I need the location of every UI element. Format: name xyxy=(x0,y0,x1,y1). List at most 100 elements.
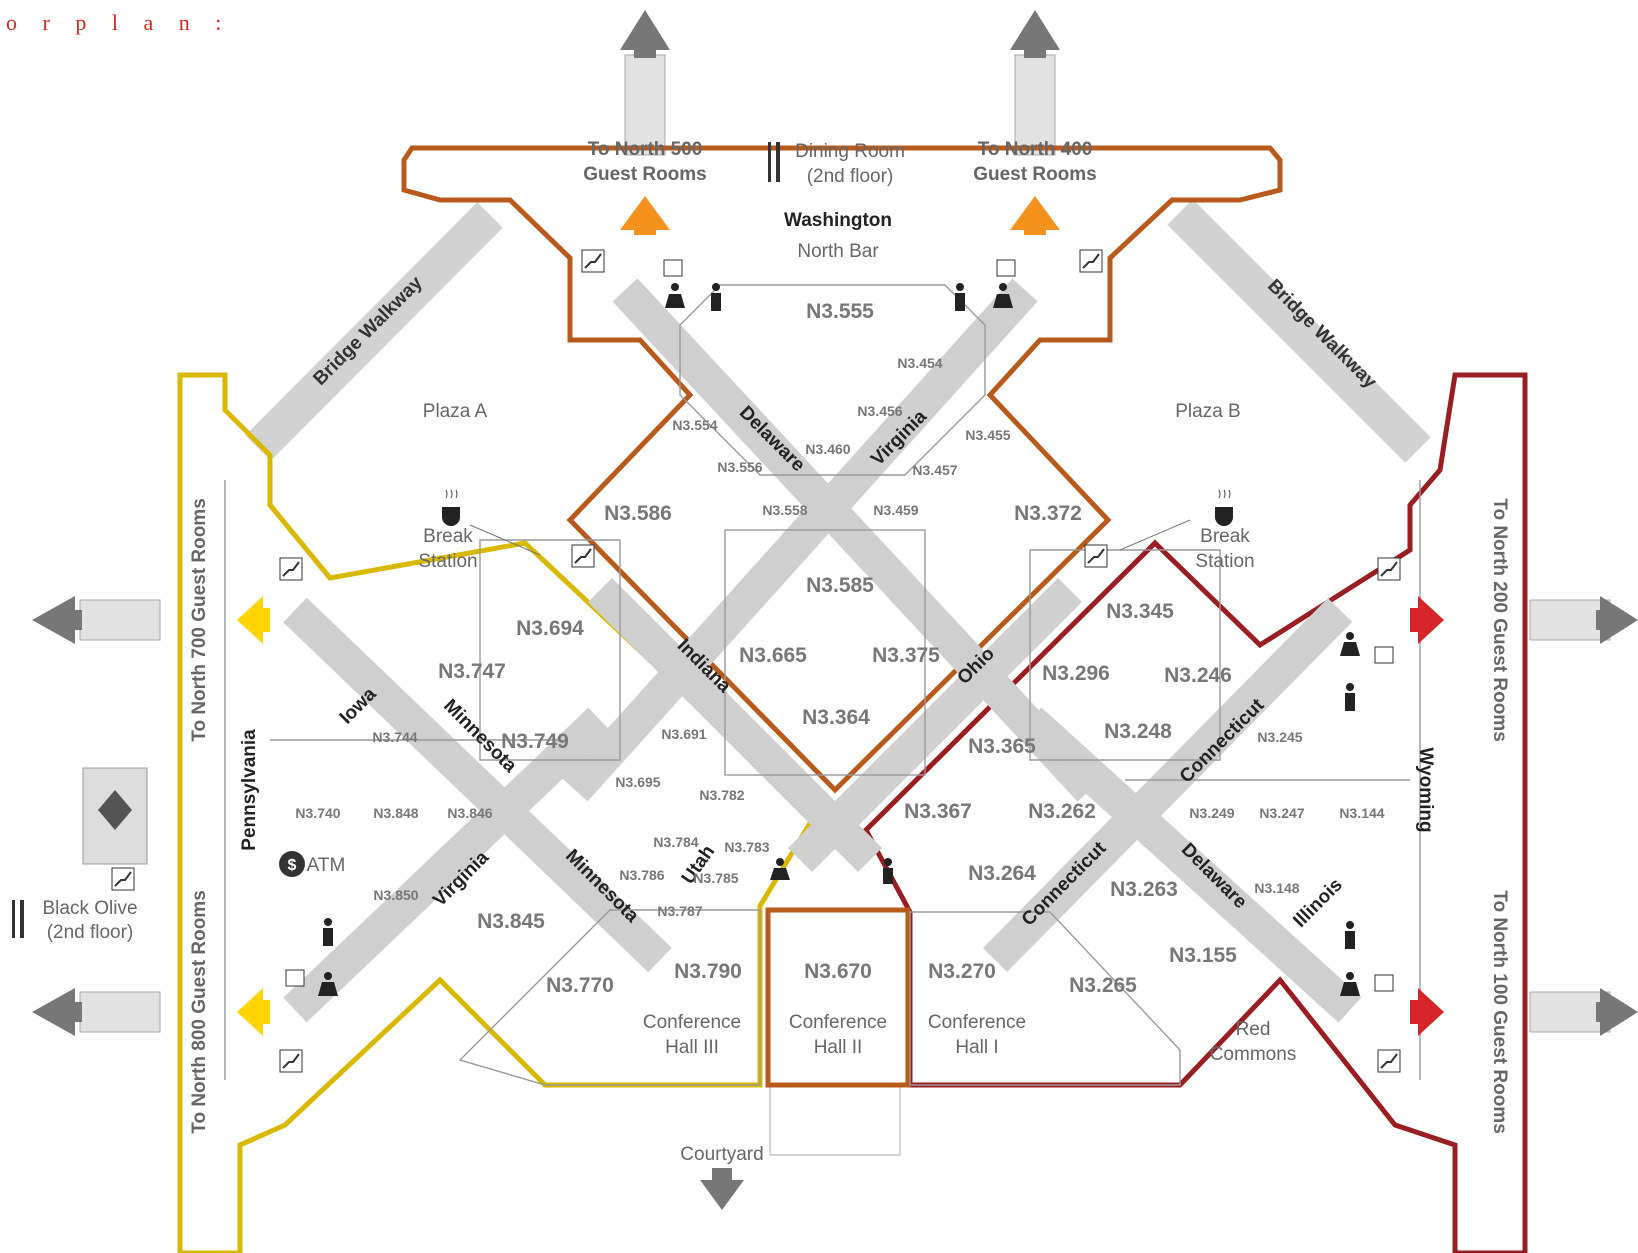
coffee-cup-icon-west xyxy=(442,489,460,526)
room-n3457[interactable]: N3.457 xyxy=(912,462,957,478)
room-n3691[interactable]: N3.691 xyxy=(661,726,706,742)
room-n3558[interactable]: N3.558 xyxy=(762,502,807,518)
restroom-men-icon-west xyxy=(323,918,333,946)
escalator-icon-center-east xyxy=(1084,544,1108,568)
room-n3455[interactable]: N3.455 xyxy=(965,427,1010,443)
room-n3744[interactable]: N3.744 xyxy=(372,729,417,745)
elevator-icon-east-upper xyxy=(1374,646,1394,664)
conference-hall-iii-line2: Hall III xyxy=(665,1037,719,1058)
room-n3784[interactable]: N3.784 xyxy=(653,834,698,850)
room-n3144[interactable]: N3.144 xyxy=(1339,805,1384,821)
virginia-corridor-north xyxy=(562,278,1038,802)
break-station-west-pointer xyxy=(469,524,541,556)
escalator-icon-east-upper xyxy=(1377,557,1401,581)
exit-path-north-right xyxy=(1014,54,1056,156)
exit-path-west-upper xyxy=(79,599,161,641)
room-n3770[interactable]: N3.770 xyxy=(546,974,614,997)
exit-arrow-right-upper-icon xyxy=(1596,596,1638,644)
room-n3263[interactable]: N3.263 xyxy=(1110,878,1178,901)
room-n3459[interactable]: N3.459 xyxy=(873,502,918,518)
room-n3248[interactable]: N3.248 xyxy=(1104,720,1172,743)
exit-path-west-lower xyxy=(79,991,161,1033)
dining-room-label-line1: Dining Room xyxy=(795,141,905,162)
room-n3845[interactable]: N3.845 xyxy=(477,910,545,933)
room-n3454[interactable]: N3.454 xyxy=(897,355,942,371)
room-n3787[interactable]: N3.787 xyxy=(657,903,702,919)
room-n3296[interactable]: N3.296 xyxy=(1042,662,1110,685)
red-commons-line1: Red xyxy=(1236,1019,1271,1040)
elevator-icon-west xyxy=(285,969,305,987)
room-n3783[interactable]: N3.783 xyxy=(724,839,769,855)
room-n3665[interactable]: N3.665 xyxy=(739,644,807,667)
conference-hall-ii-line2: Hall II xyxy=(814,1037,863,1058)
room-n3148[interactable]: N3.148 xyxy=(1254,880,1299,896)
room-n3695[interactable]: N3.695 xyxy=(615,774,660,790)
room-n3586[interactable]: N3.586 xyxy=(604,502,672,525)
north-200-arrow-icon xyxy=(1410,596,1444,644)
break-station-east-pointer xyxy=(1119,519,1191,551)
room-n3848[interactable]: N3.848 xyxy=(373,805,418,821)
room-n3155[interactable]: N3.155 xyxy=(1169,944,1237,967)
room-n3786[interactable]: N3.786 xyxy=(619,867,664,883)
room-n3247[interactable]: N3.247 xyxy=(1259,805,1304,821)
room-n3345[interactable]: N3.345 xyxy=(1106,600,1174,623)
room-n3246[interactable]: N3.246 xyxy=(1164,664,1232,687)
room-n3556[interactable]: N3.556 xyxy=(717,459,762,475)
atm-icon: $ xyxy=(279,851,305,877)
room-n3694[interactable]: N3.694 xyxy=(516,617,584,640)
north-700-arrow-icon xyxy=(237,596,270,644)
exit-arrow-left-lower-icon xyxy=(32,988,82,1036)
restroom-women-icon-east-upper xyxy=(1340,632,1360,656)
courtyard-label: Courtyard xyxy=(680,1144,763,1165)
room-n3790[interactable]: N3.790 xyxy=(674,960,742,983)
black-olive-label-line2: (2nd floor) xyxy=(47,922,134,943)
room-n3460[interactable]: N3.460 xyxy=(805,441,850,457)
escalator-icon-black-olive xyxy=(111,867,135,891)
room-n3265[interactable]: N3.265 xyxy=(1069,974,1137,997)
plaza-b-label: Plaza B xyxy=(1175,401,1240,422)
escalator-icon-east-lower xyxy=(1377,1049,1401,1073)
escalator-icon-north-left xyxy=(581,249,605,273)
break-station-east-line1: Break xyxy=(1200,526,1250,547)
room-n3749[interactable]: N3.749 xyxy=(501,730,569,753)
room-n3372[interactable]: N3.372 xyxy=(1014,502,1082,525)
room-n3740[interactable]: N3.740 xyxy=(295,805,340,821)
room-n3365[interactable]: N3.365 xyxy=(968,735,1036,758)
black-olive-stairs-icon xyxy=(98,790,132,830)
room-n3262[interactable]: N3.262 xyxy=(1028,800,1096,823)
red-commons-line2: Commons xyxy=(1210,1044,1297,1065)
room-n3456[interactable]: N3.456 xyxy=(857,403,902,419)
room-n3785[interactable]: N3.785 xyxy=(693,870,738,886)
delaware-corridor-east xyxy=(1018,707,1362,1023)
restroom-men-icon-north-right xyxy=(955,283,965,311)
room-n3782[interactable]: N3.782 xyxy=(699,787,744,803)
escalator-icon-west-lower xyxy=(279,1049,303,1073)
north-500-arrow-icon xyxy=(620,196,670,235)
atm-label: ATM xyxy=(307,855,346,876)
room-n3245[interactable]: N3.245 xyxy=(1257,729,1302,745)
north-800-label: To North 800 Guest Rooms xyxy=(189,890,210,1134)
conference-hall-iii-line1: Conference xyxy=(643,1012,741,1033)
room-n3747[interactable]: N3.747 xyxy=(438,660,506,683)
escalator-icon-center-west xyxy=(571,544,595,568)
room-n3270[interactable]: N3.270 xyxy=(928,960,996,983)
room-n3249[interactable]: N3.249 xyxy=(1189,805,1234,821)
room-n3850[interactable]: N3.850 xyxy=(373,887,418,903)
room-n3264[interactable]: N3.264 xyxy=(968,862,1036,885)
room-n3554[interactable]: N3.554 xyxy=(672,417,717,433)
exit-arrow-right-lower-icon xyxy=(1596,988,1638,1036)
room-n3555[interactable]: N3.555 xyxy=(806,300,874,323)
room-n3670[interactable]: N3.670 xyxy=(804,960,872,983)
room-n3364[interactable]: N3.364 xyxy=(802,706,870,729)
west-wing-boundary xyxy=(177,372,819,1253)
conference-hall-ii-line1: Conference xyxy=(789,1012,887,1033)
room-n3367[interactable]: N3.367 xyxy=(904,800,972,823)
room-n3585[interactable]: N3.585 xyxy=(806,574,874,597)
accessible-restroom-icon-left xyxy=(770,858,790,880)
room-n3375[interactable]: N3.375 xyxy=(872,644,940,667)
delaware-corridor-north xyxy=(612,278,1103,802)
washington-label: Washington xyxy=(784,210,892,231)
exit-arrow-up-right-icon xyxy=(1010,10,1060,58)
room-n3846[interactable]: N3.846 xyxy=(447,805,492,821)
west-room-block-outline xyxy=(479,539,621,761)
